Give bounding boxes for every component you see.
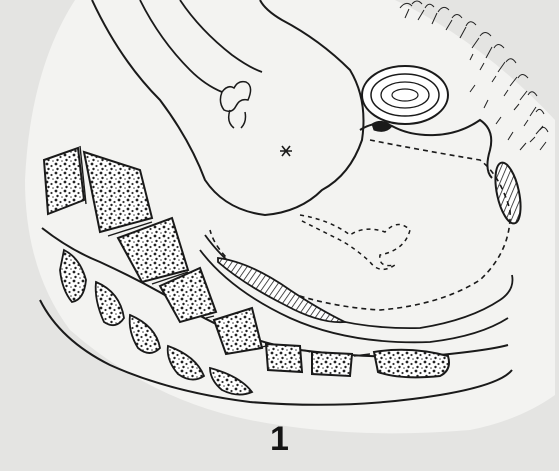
figure-number: 1 (0, 420, 559, 459)
sacral-segment-2 (312, 352, 352, 376)
sacral-segment-1 (266, 344, 302, 372)
pubic-symphysis (362, 66, 448, 124)
coccyx (374, 350, 449, 378)
